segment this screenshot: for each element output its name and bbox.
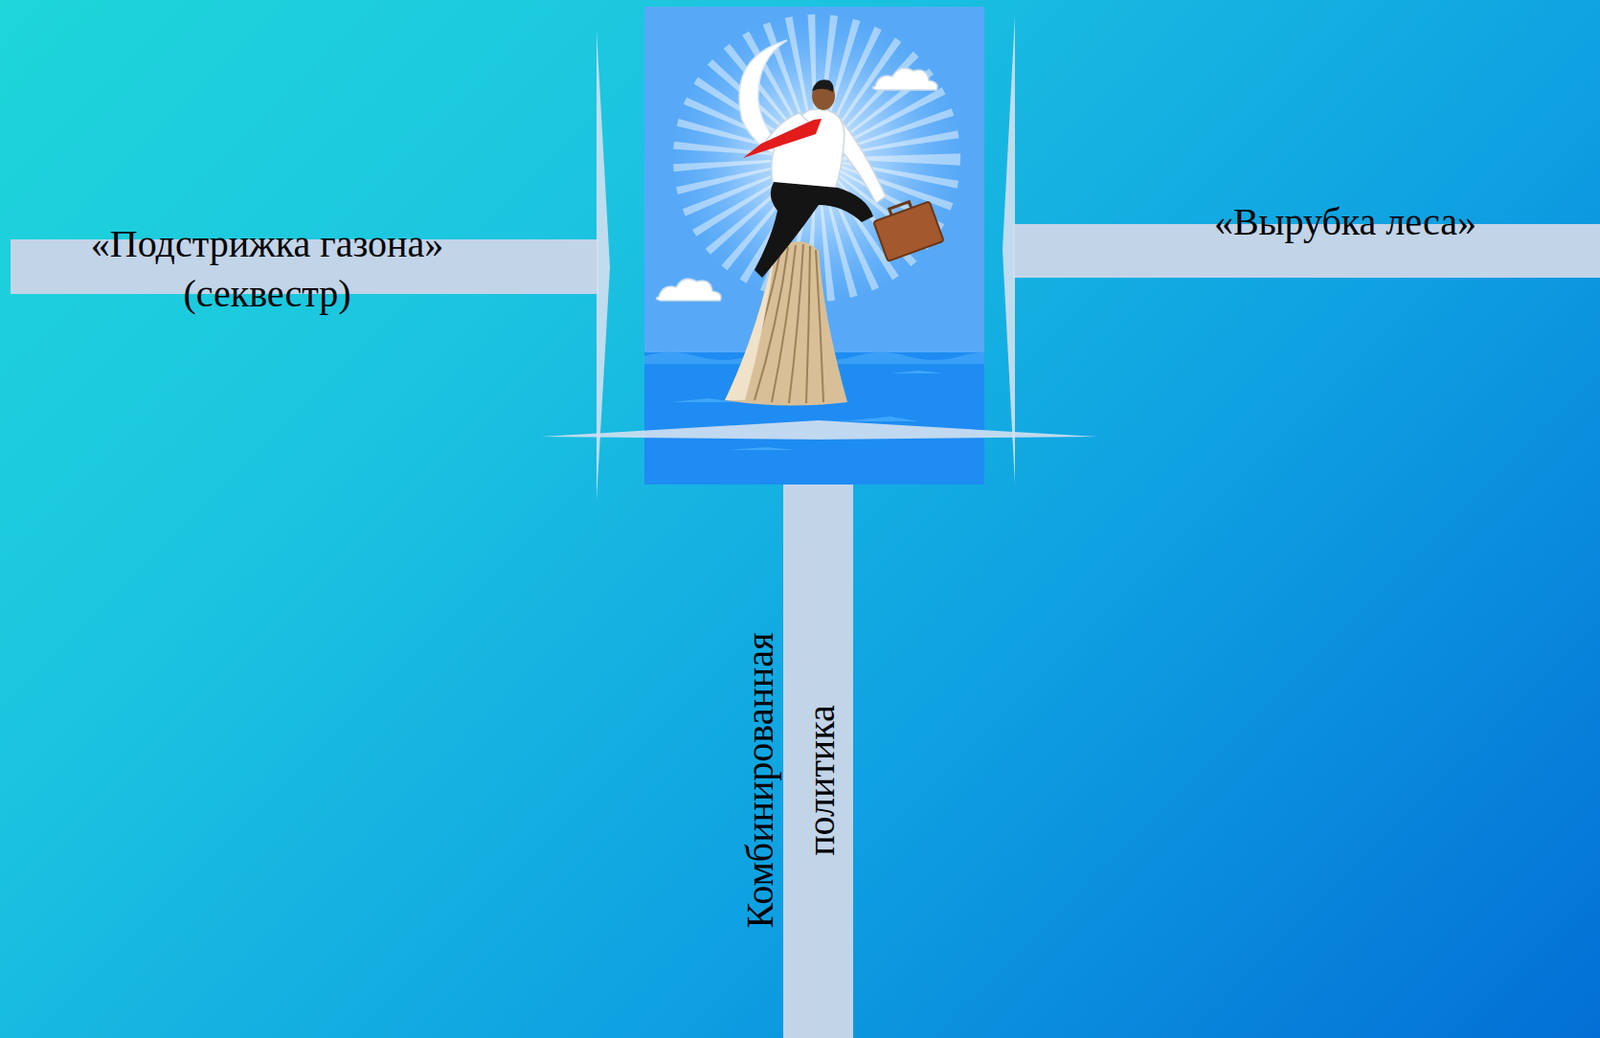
band-label: «Подстрижка газона» (секвестр) — [27, 219, 507, 319]
band-label: «Вырубка леса» — [1144, 197, 1547, 248]
arrowhead — [596, 30, 610, 500]
band-label: Комбинированная политика — [729, 598, 853, 963]
band-label-box: «Вырубка леса» — [1144, 197, 1547, 248]
band-label-box: Комбинированная политика — [729, 598, 853, 963]
arrowhead — [540, 420, 1098, 440]
band-label-box: «Подстрижка газона» (секвестр) — [27, 219, 507, 319]
arrowhead — [1002, 15, 1015, 485]
picture — [644, 6, 985, 485]
